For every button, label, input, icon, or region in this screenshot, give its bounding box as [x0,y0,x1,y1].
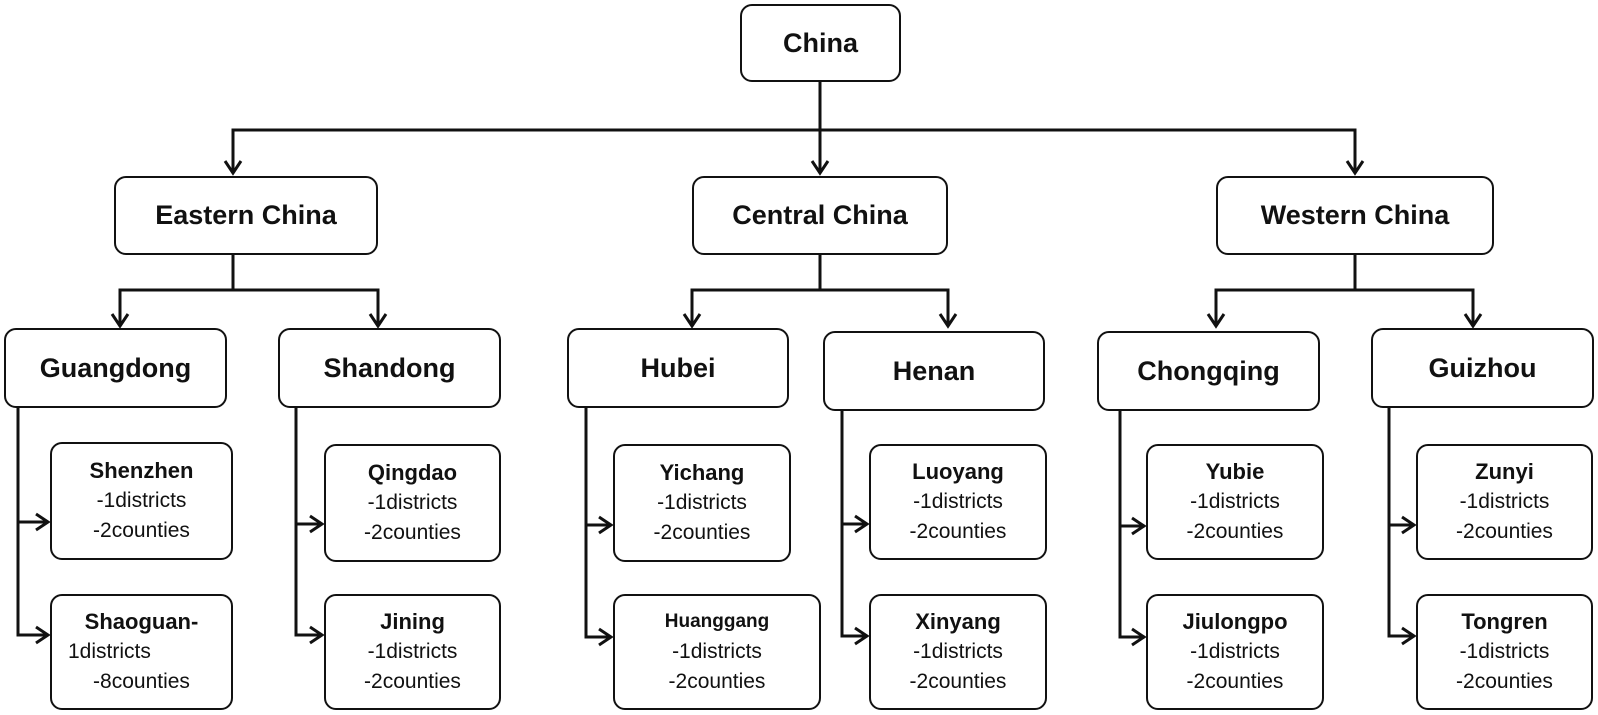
city-name: Tongren [1461,609,1548,634]
node-jining: Jining -1districts -2counties [324,594,501,710]
city-line: -1districts [1459,490,1550,513]
arrowhead-right [854,626,870,646]
node-label: Hubei [640,352,716,383]
city-line: -1districts [367,640,458,663]
arrowhead-right [35,625,51,645]
arrowhead-right [309,625,325,645]
city-name: Yichang [659,460,745,485]
city-name: Shaoguan- [84,609,199,634]
city-line: -1districts [913,640,1003,663]
node-yubie: Yubie -1districts -2counties [1146,444,1324,560]
city-line: -2counties [909,520,1007,543]
node-china: China [740,4,901,82]
node-qingdao: Qingdao -1districts -2counties [324,444,501,562]
arrowhead-down [1345,160,1365,176]
arrowhead-right [598,515,614,535]
city-name: Jiulongpo [1182,609,1288,634]
node-yichang: Yichang -1districts -2counties [613,444,791,562]
city-name: Luoyang [912,459,1004,484]
node-label: Guangdong [39,352,192,383]
city-line: -2counties [1456,670,1553,693]
node-hubei: Hubei [567,328,789,408]
node-label: Guizhou [1428,352,1537,383]
city-name: Zunyi [1475,459,1534,484]
city-line: -1districts [367,491,458,514]
city-line: -8counties [93,670,190,693]
arrowhead-right [309,514,325,534]
node-label: China [782,27,858,58]
city-name: Shenzhen [89,458,194,483]
city-line: 1districts [68,640,151,663]
arrowhead-down [368,313,388,329]
node-label: Shandong [323,352,456,383]
arrowhead-down [938,313,958,329]
node-label: Chongqing [1137,355,1280,386]
node-guangdong: Guangdong [4,328,227,408]
node-label: Western China [1260,200,1450,230]
node-huanggang: Huanggang -1districts -2counties [613,594,821,710]
arrowhead-right [854,514,870,534]
arrowhead-down [1463,313,1483,329]
node-shenzhen: Shenzhen -1districts -2counties [50,442,233,560]
city-line: -2counties [1186,520,1284,543]
node-eastern-china: Eastern China [114,176,378,255]
node-label: Central China [732,200,908,230]
arrowhead-down [110,313,130,329]
city-name: Qingdao [367,460,458,485]
city-line: -2counties [364,521,461,544]
arrowhead-down [682,313,702,329]
node-luoyang: Luoyang -1districts -2counties [869,444,1047,560]
city-line: -2counties [364,670,461,693]
city-line: -2counties [909,670,1007,693]
city-line: -1districts [1190,640,1280,663]
node-chongqing: Chongqing [1097,331,1320,411]
city-line: -1districts [1190,490,1280,513]
city-line: -2counties [1186,670,1284,693]
city-name: Yubie [1205,459,1265,484]
node-xinyang: Xinyang -1districts -2counties [869,594,1047,710]
node-guizhou: Guizhou [1371,328,1594,408]
city-line: -1districts [96,489,187,512]
city-line: -2counties [668,670,766,693]
city-name: Huanggang [664,611,770,632]
arrowhead-right [35,512,51,532]
arrowhead-right [1401,626,1417,646]
city-line: -1districts [672,640,762,663]
node-tongren: Tongren -1districts -2counties [1416,594,1593,710]
arrowhead-right [1131,516,1147,536]
arrowhead-right [1131,627,1147,647]
node-shaoguan: Shaoguan- 1districts -8counties [50,594,233,710]
city-line: -1districts [1459,640,1550,663]
city-line: -2counties [1456,520,1553,543]
node-central-china: Central China [692,176,948,255]
node-label: Eastern China [155,200,337,230]
city-line: -2counties [93,519,190,542]
node-henan: Henan [823,331,1045,411]
arrowhead-down [810,160,830,176]
city-line: -1districts [913,490,1003,513]
city-line: -1districts [657,491,747,514]
city-name: Xinyang [915,609,1001,634]
node-shandong: Shandong [278,328,501,408]
city-name: Jining [380,609,445,634]
node-label: Henan [892,355,976,386]
arrowhead-down [223,160,243,176]
arrowhead-down [1206,313,1226,329]
node-zunyi: Zunyi -1districts -2counties [1416,444,1593,560]
node-western-china: Western China [1216,176,1494,255]
node-jiulongpo: Jiulongpo -1districts -2counties [1146,594,1324,710]
arrowhead-right [598,627,614,647]
arrowhead-right [1401,515,1417,535]
city-line: -2counties [653,521,751,544]
